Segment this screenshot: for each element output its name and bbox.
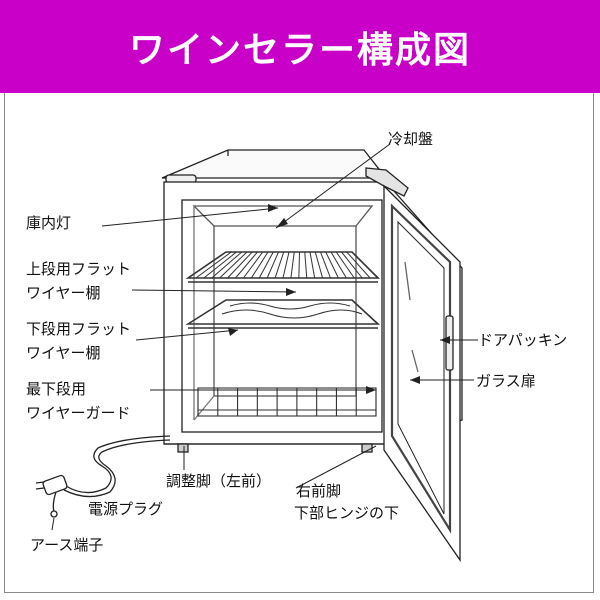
label-bottom-guard-line2: ワイヤーガード [26, 404, 131, 422]
label-upper-shelf-line1: 上段用フラット [26, 260, 132, 278]
top-hinge [365, 167, 409, 197]
cabinet-top [161, 149, 388, 179]
label-cooling-plate: 冷却盤 [388, 130, 434, 148]
label-right-foot-line1: 右前脚 [296, 482, 342, 500]
door-packing [390, 203, 452, 534]
label-right-foot-line2: 下部ヒンジの下 [294, 504, 400, 522]
label-adjust-foot: 調整脚（左前） [166, 472, 272, 490]
glass-door [383, 184, 461, 563]
label-lower-shelf-line1: 下段用フラット [26, 320, 132, 338]
title-banner: ワインセラー構成図 [0, 0, 600, 93]
label-ground-terminal: アース端子 [30, 536, 104, 554]
label-lower-shelf-line2: ワイヤー棚 [26, 344, 101, 362]
diagram-title: ワインセラー構成図 [128, 29, 471, 71]
diagram-frame [4, 93, 594, 593]
label-door-packing: ドアパッキン [478, 331, 568, 349]
cabinet-body [163, 181, 387, 445]
label-upper-shelf-line2: ワイヤー棚 [26, 284, 101, 302]
label-interior-light: 庫内灯 [26, 214, 72, 232]
lower-wire-shelf [185, 299, 381, 329]
ground-terminal-icon [50, 510, 58, 518]
bottom-wire-guard [197, 387, 377, 417]
power-cord [35, 435, 171, 518]
upper-wire-shelf [185, 251, 380, 283]
left-foot [177, 443, 189, 453]
label-bottom-guard-line1: 最下段用 [26, 380, 87, 398]
power-plug [42, 474, 68, 496]
label-glass-door: ガラス扉 [476, 372, 536, 390]
label-power-plug: 電源プラグ [88, 500, 164, 518]
